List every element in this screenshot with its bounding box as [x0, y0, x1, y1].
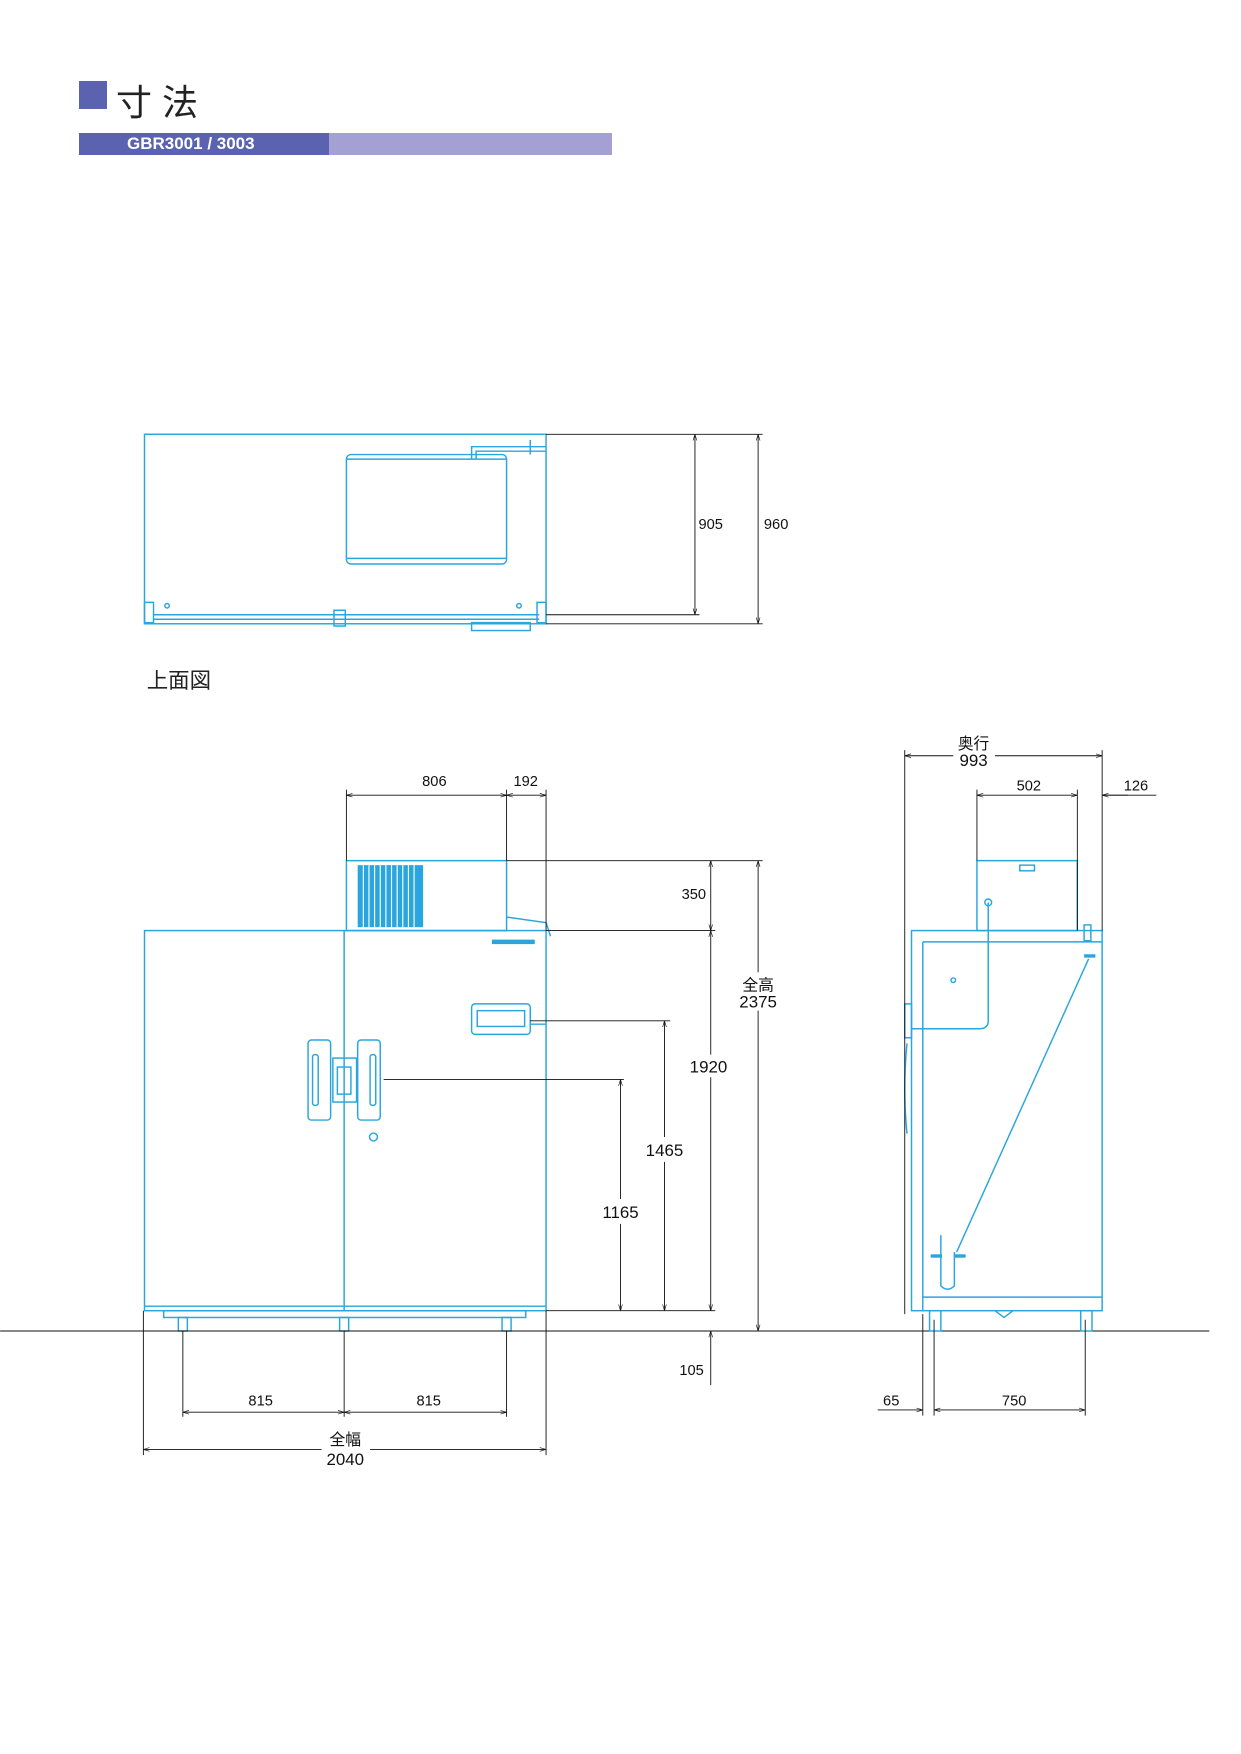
dim-815-right: 815: [417, 1393, 441, 1409]
front-view: 806 192 350 1920 全高 2375 1465 1165 105 8…: [142, 774, 777, 1469]
title-marker: [79, 81, 107, 109]
side-view: 奥行 993 502 126 65 750: [877, 735, 1157, 1416]
model-bar: GBR3001 / 3003: [79, 133, 612, 155]
dim-993: 993: [959, 751, 987, 770]
model-label: GBR3001 / 3003: [79, 133, 329, 155]
dim-105: 105: [679, 1363, 703, 1379]
dim-815-left: 815: [248, 1393, 272, 1409]
key-lock-icon: [368, 1132, 379, 1142]
top-view: 905 960 上面図: [143, 433, 788, 694]
dim-750: 750: [1002, 1393, 1026, 1409]
dim-905: 905: [699, 517, 723, 533]
dim-350: 350: [682, 887, 706, 903]
door-handles: [307, 1039, 381, 1121]
dim-502: 502: [1017, 779, 1041, 795]
dim-960: 960: [764, 517, 788, 533]
page-title: 寸法: [116, 83, 209, 124]
dim-total-depth-label: 奥行: [958, 735, 990, 753]
dim-2375: 2375: [739, 992, 777, 1011]
dim-126: 126: [1124, 779, 1148, 795]
dim-total-width-label: 全幅: [329, 1431, 361, 1449]
dim-2040: 2040: [326, 1450, 364, 1469]
dim-65: 65: [883, 1393, 899, 1409]
dim-192: 192: [514, 774, 538, 790]
condenser-grille: [357, 865, 424, 928]
dim-1165: 1165: [602, 1203, 638, 1222]
dim-total-height-label: 全高: [742, 976, 774, 994]
dim-806: 806: [422, 774, 446, 790]
dim-1465: 1465: [646, 1141, 684, 1160]
dim-1920: 1920: [690, 1058, 728, 1077]
controller-panel: [470, 1003, 547, 1036]
top-view-caption: 上面図: [147, 669, 211, 694]
